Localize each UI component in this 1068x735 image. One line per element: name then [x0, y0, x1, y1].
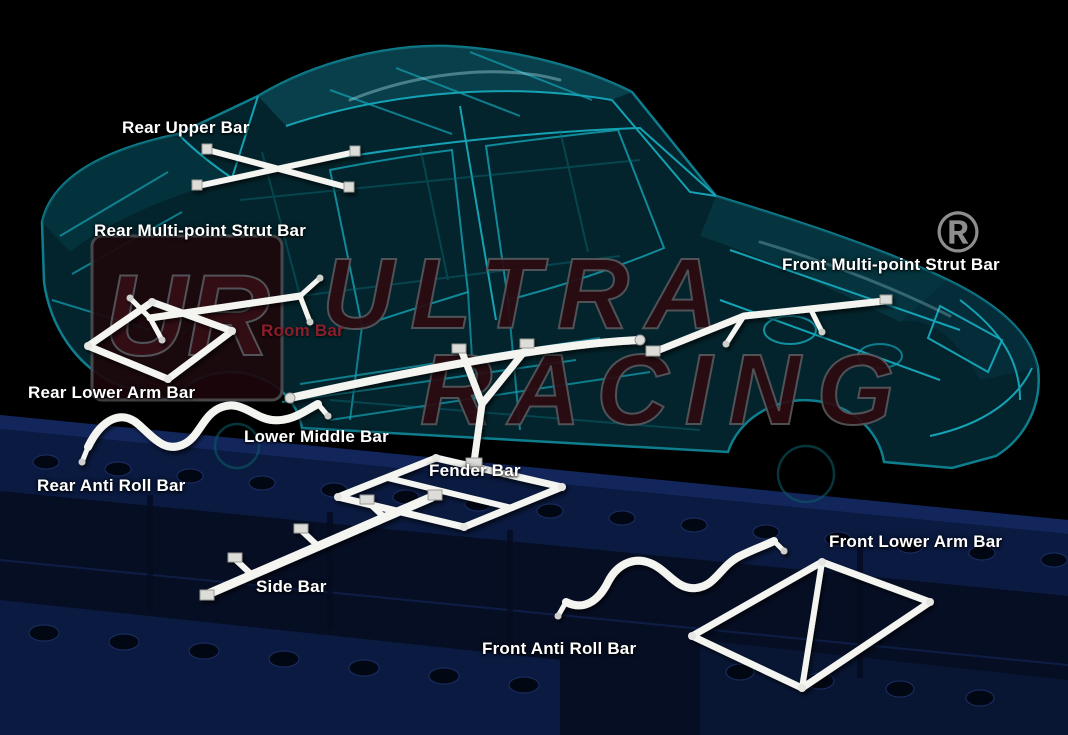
label-rear-lower-arm-bar: Rear Lower Arm Bar [28, 383, 196, 402]
label-front-lower-arm-bar: Front Lower Arm Bar [829, 532, 1003, 551]
product-bars [78, 143, 934, 692]
fender-bar-part [451, 338, 535, 468]
label-room-bar: Room Bar [261, 321, 344, 340]
registered-trademark-icon: ® [937, 200, 980, 265]
rear-anti-roll-bar-part [78, 400, 332, 466]
label-rear-anti-roll-bar: Rear Anti Roll Bar [37, 476, 186, 495]
front-lower-arm-bar-part [688, 558, 934, 692]
watermark-brand-line1: ULTRA [322, 238, 733, 350]
label-rear-multi-point-strut-bar: Rear Multi-point Strut Bar [94, 221, 307, 240]
car-chassis [40, 44, 1040, 504]
label-front-multi-point-strut-bar: Front Multi-point Strut Bar [782, 255, 1000, 274]
label-front-anti-roll-bar: Front Anti Roll Bar [482, 639, 637, 658]
side-bar-part [199, 489, 443, 601]
label-fender-bar: Fender Bar [429, 461, 521, 480]
lower-middle-bar-part [334, 454, 566, 531]
front-multi-point-strut-bar-part [645, 294, 893, 357]
rear-upper-bar-part [191, 143, 361, 193]
rear-lower-arm-bar-part [84, 298, 236, 383]
label-side-bar: Side Bar [256, 577, 327, 596]
front-anti-roll-bar-part [554, 537, 788, 620]
support-platform [0, 415, 1068, 735]
label-rear-upper-bar: Rear Upper Bar [122, 118, 250, 137]
room-bar-part [284, 334, 646, 404]
label-lower-middle-bar: Lower Middle Bar [244, 427, 389, 446]
